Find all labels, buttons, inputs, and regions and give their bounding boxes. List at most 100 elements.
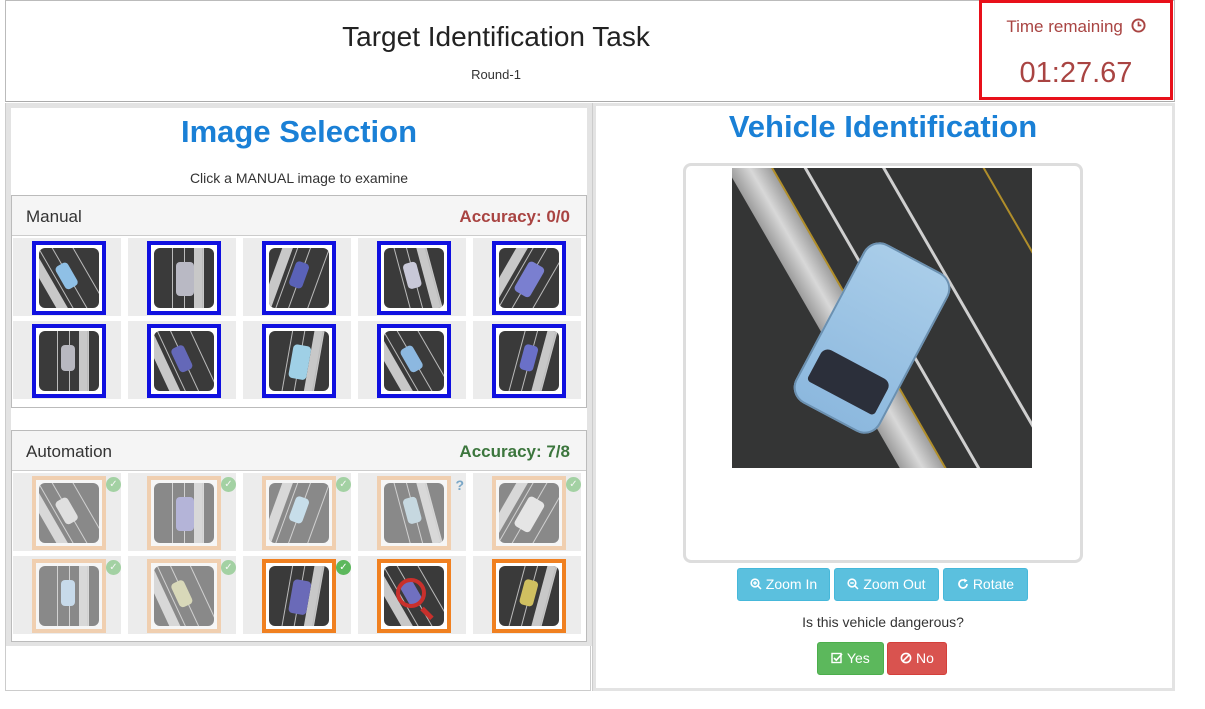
timer-box: Time remaining 01:27.67 <box>979 0 1173 100</box>
thumbnail-image[interactable] <box>32 476 106 550</box>
no-label: No <box>915 650 934 666</box>
thumbnail-cell <box>128 238 236 316</box>
thumbnail-lane <box>172 248 173 308</box>
thumbnail-vehicle <box>402 260 423 290</box>
thumbnail-picture <box>154 248 214 308</box>
thumbnail-picture <box>269 248 329 308</box>
thumbnail-road <box>269 248 329 308</box>
zoom-out-label: Zoom Out <box>863 576 926 592</box>
thumbnail-image[interactable] <box>492 476 566 550</box>
thumbnail-picture <box>154 331 214 391</box>
thumbnail-picture <box>39 483 99 543</box>
thumbnail-road <box>39 331 99 391</box>
thumbnail-image[interactable] <box>32 324 106 398</box>
thumbnail-road <box>499 331 559 391</box>
thumbnail-road <box>384 331 444 391</box>
thumbnail-cell: ✓ <box>128 473 236 551</box>
image-selection-title: Image Selection <box>180 114 418 149</box>
yes-button[interactable]: Yes <box>817 642 884 675</box>
check-icon: ✓ <box>106 560 121 575</box>
thumbnail-cell <box>473 238 581 316</box>
thumbnail-lane <box>87 566 88 626</box>
check-icon: ✓ <box>221 560 236 575</box>
thumbnail-lane <box>87 331 88 391</box>
thumbnail-cell <box>358 321 466 399</box>
thumbnail-road <box>39 483 99 543</box>
thumbnail-cell: ✓ <box>243 473 351 551</box>
check-square-icon <box>831 652 843 664</box>
vehicle-identification-title: Vehicle Identification <box>728 109 1038 144</box>
thumbnail-image[interactable] <box>377 324 451 398</box>
thumbnail-picture <box>269 331 329 391</box>
thumbnail-cell: ✓ <box>243 556 351 634</box>
thumbnail-image[interactable] <box>147 476 221 550</box>
thumbnail-image[interactable] <box>32 241 106 315</box>
thumbnail-image[interactable] <box>32 559 106 633</box>
manual-section-title: Manual <box>26 207 82 226</box>
thumbnail-image[interactable] <box>262 559 336 633</box>
thumbnail-picture <box>269 566 329 626</box>
thumbnail-cell: ✓ <box>13 473 121 551</box>
thumbnail-image[interactable] <box>377 476 451 550</box>
thumbnail-road <box>154 331 214 391</box>
thumbnail-picture <box>154 566 214 626</box>
round-label: Round-1 <box>471 67 521 82</box>
thumbnail-cell <box>473 556 581 634</box>
thumbnail-picture <box>384 566 444 626</box>
thumbnail-cell <box>473 321 581 399</box>
vehicle-image[interactable] <box>732 168 1032 468</box>
thumbnail-image[interactable] <box>262 476 336 550</box>
image-viewer <box>683 163 1083 563</box>
timer-value: 01:27.67 <box>1019 57 1133 89</box>
thumbnail-picture <box>499 248 559 308</box>
thumbnail-cell: ✓ <box>473 473 581 551</box>
thumbnail-road <box>269 331 329 391</box>
automation-section: Automation Accuracy: 7/8 ✓✓✓?✓✓✓✓ <box>11 430 587 642</box>
thumbnail-image[interactable] <box>147 324 221 398</box>
automation-section-title: Automation <box>26 442 112 461</box>
thumbnail-cell: ✓ <box>13 556 121 634</box>
thumbnail-cell: ? <box>358 473 466 551</box>
ban-icon <box>900 652 912 664</box>
vehicle-identification-panel: Vehicle Identification Zoom In <box>592 103 1175 691</box>
thumbnail-image[interactable] <box>492 559 566 633</box>
check-icon: ✓ <box>106 477 121 492</box>
thumbnail-barrier <box>79 566 89 626</box>
thumbnail-image[interactable] <box>492 324 566 398</box>
check-icon: ✓ <box>336 560 351 575</box>
thumbnail-cell: ✓ <box>128 556 236 634</box>
question-icon: ? <box>455 477 464 493</box>
thumbnail-image[interactable] <box>262 324 336 398</box>
thumbnail-barrier <box>194 483 204 543</box>
thumbnail-cell <box>358 238 466 316</box>
thumbnail-vehicle <box>61 345 75 371</box>
timer-label: Time remaining <box>1006 17 1123 36</box>
rotate-label: Rotate <box>972 576 1015 592</box>
thumbnail-vehicle <box>176 262 194 296</box>
thumbnail-image[interactable] <box>147 241 221 315</box>
thumbnail-road <box>499 248 559 308</box>
thumbnail-lane <box>172 483 173 543</box>
zoom-out-button[interactable]: Zoom Out <box>834 568 939 601</box>
thumbnail-image[interactable] <box>377 559 451 633</box>
thumbnail-lane <box>57 566 58 626</box>
rotate-button[interactable]: Rotate <box>943 568 1028 601</box>
manual-section: Manual Accuracy: 0/0 <box>11 195 587 408</box>
thumbnail-image[interactable] <box>492 241 566 315</box>
vehicle-identification-frame <box>593 103 1175 691</box>
thumbnail-cell <box>13 238 121 316</box>
thumbnail-picture <box>499 331 559 391</box>
page-title: Target Identification Task <box>342 21 650 52</box>
instruction-text: Click a MANUAL image to examine <box>189 170 409 186</box>
zoom-in-icon <box>750 578 762 590</box>
thumbnail-cell <box>358 556 466 634</box>
thumbnail-image[interactable] <box>377 241 451 315</box>
zoom-out-icon <box>847 578 859 590</box>
zoom-in-button[interactable]: Zoom In <box>737 568 830 601</box>
thumbnail-road <box>154 248 214 308</box>
thumbnail-image[interactable] <box>147 559 221 633</box>
image-controls: Zoom In Zoom Out Rotate <box>593 568 1173 602</box>
no-button[interactable]: No <box>887 642 947 675</box>
thumbnail-lane <box>202 248 203 308</box>
thumbnail-image[interactable] <box>262 241 336 315</box>
